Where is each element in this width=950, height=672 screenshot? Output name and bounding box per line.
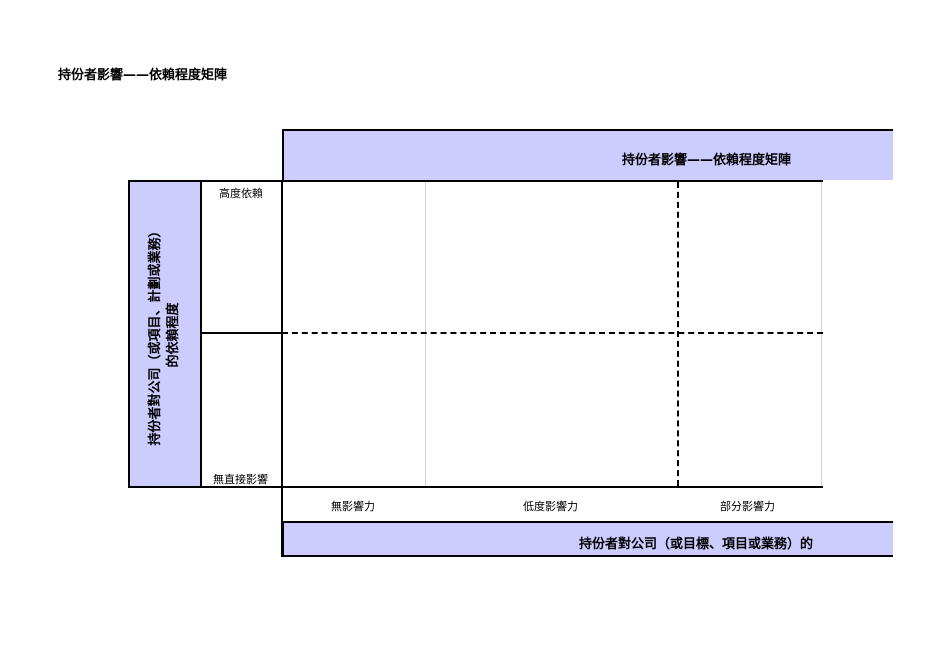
- grid-midline-dashed: [282, 332, 823, 334]
- bottom-banner: [282, 521, 893, 557]
- y-label-high-dependence: 高度依賴: [219, 187, 263, 200]
- grid-divider-2: [677, 182, 679, 486]
- top-banner: [282, 129, 893, 180]
- matrix-grid: [281, 180, 823, 488]
- y-label-no-direct-impact: 無直接影響: [213, 473, 268, 486]
- left-banner-line2: 的依賴程度: [166, 302, 181, 368]
- grid-divider-1: [425, 182, 426, 486]
- left-banner-line1: 持份者對公司（或項目、計劃或業務）: [148, 224, 163, 446]
- x-label-partial-influence: 部分影響力: [720, 500, 775, 513]
- left-banner-label: 持份者對公司（或項目、計劃或業務） 的依賴程度: [147, 224, 183, 445]
- grid-midline-left: [202, 332, 282, 334]
- bottom-banner-title: 持份者對公司（或目標、項目或業務）的: [579, 537, 814, 552]
- document-title: 持份者影響——依賴程度矩陣: [58, 68, 228, 83]
- y-label-column: [202, 180, 282, 488]
- x-label-no-influence: 無影響力: [331, 500, 375, 513]
- top-banner-title: 持份者影響——依賴程度矩陣: [622, 153, 792, 168]
- grid-divider-right: [821, 182, 822, 486]
- left-banner: [128, 180, 202, 488]
- x-label-low-influence: 低度影響力: [523, 500, 578, 513]
